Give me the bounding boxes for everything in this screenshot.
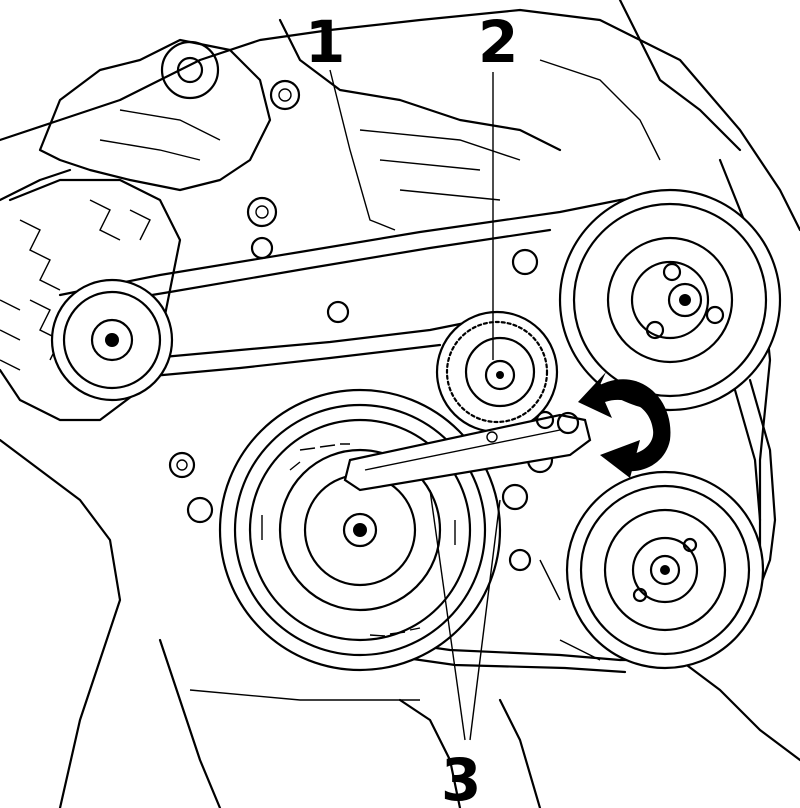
crankshaft-pulley (218, 388, 502, 672)
rotation-direction-arrow (578, 372, 671, 478)
tensioner-pulley (435, 310, 559, 434)
leader-lines (329, 69, 501, 741)
callout-1: 1 (305, 8, 345, 76)
upper-bracket (38, 38, 301, 260)
callout-2: 2 (478, 8, 518, 76)
left-idler-pulley (50, 278, 174, 402)
callout-3: 3 (441, 746, 481, 808)
lower-right-pulley (565, 470, 765, 670)
upper-right-pulley (558, 188, 782, 412)
tensioner-lever (343, 410, 592, 492)
